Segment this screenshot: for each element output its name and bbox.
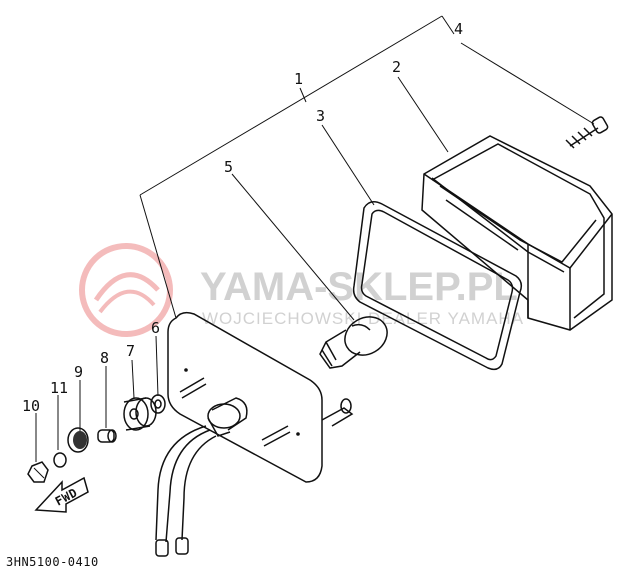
spring-washer-part-11: [53, 452, 67, 468]
callout-10: 10: [22, 397, 40, 415]
screw-part: [565, 116, 609, 149]
watermark-brand: YAMA-SKLEP.PL: [200, 265, 518, 309]
bulb-part: [319, 316, 388, 369]
callout-11: 11: [50, 379, 68, 397]
washer-part-6: [150, 394, 166, 414]
callout-6: 6: [151, 319, 160, 337]
leader-lines: [35, 15, 595, 462]
callout-9: 9: [74, 363, 83, 381]
fwd-arrow: FWD: [34, 476, 89, 513]
callout-3: 3: [316, 107, 325, 125]
gasket-part: [352, 201, 523, 371]
nut-part-10: [27, 461, 49, 483]
callout-2: 2: [392, 58, 401, 76]
grommet-part-7: [123, 397, 157, 431]
lens-part: [421, 135, 613, 331]
base-housing: [155, 311, 354, 557]
callout-numbers: 1 2 3 4 5 6 7 8 9 11 10: [22, 20, 463, 415]
callout-7: 7: [126, 342, 135, 360]
collar-part-8: [97, 429, 117, 443]
small-parts: [27, 394, 166, 483]
callout-5: 5: [224, 158, 233, 176]
callout-4: 4: [454, 20, 463, 38]
callout-8: 8: [100, 349, 109, 367]
callout-1: 1: [294, 70, 303, 88]
washer-part-9: [67, 427, 89, 453]
diagram-code: 3HN5100-0410: [6, 555, 99, 569]
watermark-logo: [79, 243, 173, 337]
